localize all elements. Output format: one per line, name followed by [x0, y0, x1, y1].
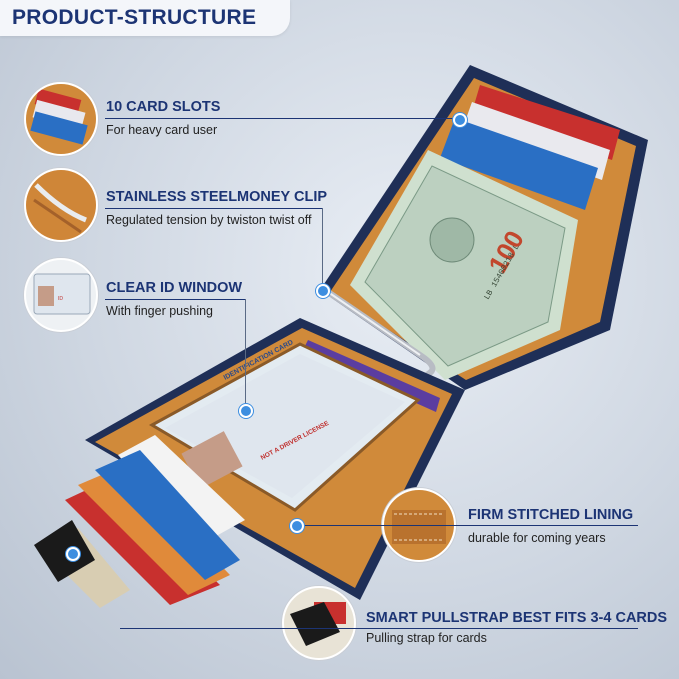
pin-money-clip: [316, 284, 330, 298]
connector-money-clip-vertical: [322, 208, 323, 286]
feature-desc-money-clip: Regulated tension by twiston twist off: [106, 213, 312, 227]
feature-desc-stitched-lining: durable for coming years: [468, 531, 606, 545]
money-clip-thumbnail: [24, 168, 98, 242]
pin-card-slots: [453, 113, 467, 127]
wallet-back-panel: 100 LB 15400218 L: [320, 65, 648, 390]
connector-money-clip: [105, 208, 322, 209]
page-title: PRODUCT-STRUCTURE: [12, 6, 257, 29]
wallet-front-panel: IDENTIFICATION CARD NOT A DRIVER LICENSE: [34, 318, 465, 608]
feature-title-card-slots: 10 CARD SLOTS: [106, 99, 221, 115]
feature-title-stitched-lining: FIRM STITCHED LINING: [468, 507, 634, 523]
header-banner: PRODUCT-STRUCTURE: [0, 0, 290, 36]
feature-title-pullstrap: SMART PULLSTRAP BEST FITS 3-4 CARDS: [366, 610, 668, 626]
feature-desc-id-window: With finger pushing: [106, 304, 214, 318]
feature-desc-card-slots: For heavy card user: [106, 123, 218, 137]
connector-pullstrap: [120, 628, 638, 629]
pin-stitched-lining: [290, 519, 304, 533]
connector-card-slots: [105, 118, 458, 119]
connector-id-window-vertical: [245, 299, 246, 409]
pin-id-window: [239, 404, 253, 418]
card-slots-thumbnail: [24, 82, 98, 156]
feature-title-id-window: CLEAR ID WINDOW: [106, 280, 243, 296]
feature-title-money-clip: STAINLESS STEELMONEY CLIP: [106, 189, 328, 205]
feature-desc-pullstrap: Pulling strap for cards: [366, 631, 487, 645]
connector-stitched-lining: [298, 525, 638, 526]
banknote: 100 LB 15400218 L: [350, 150, 578, 380]
pin-pullstrap: [66, 547, 80, 561]
svg-text:ID: ID: [58, 296, 63, 302]
pullstrap-thumbnail: [282, 586, 356, 660]
connector-id-window: [105, 299, 245, 300]
id-window-thumbnail: ID: [24, 258, 98, 332]
